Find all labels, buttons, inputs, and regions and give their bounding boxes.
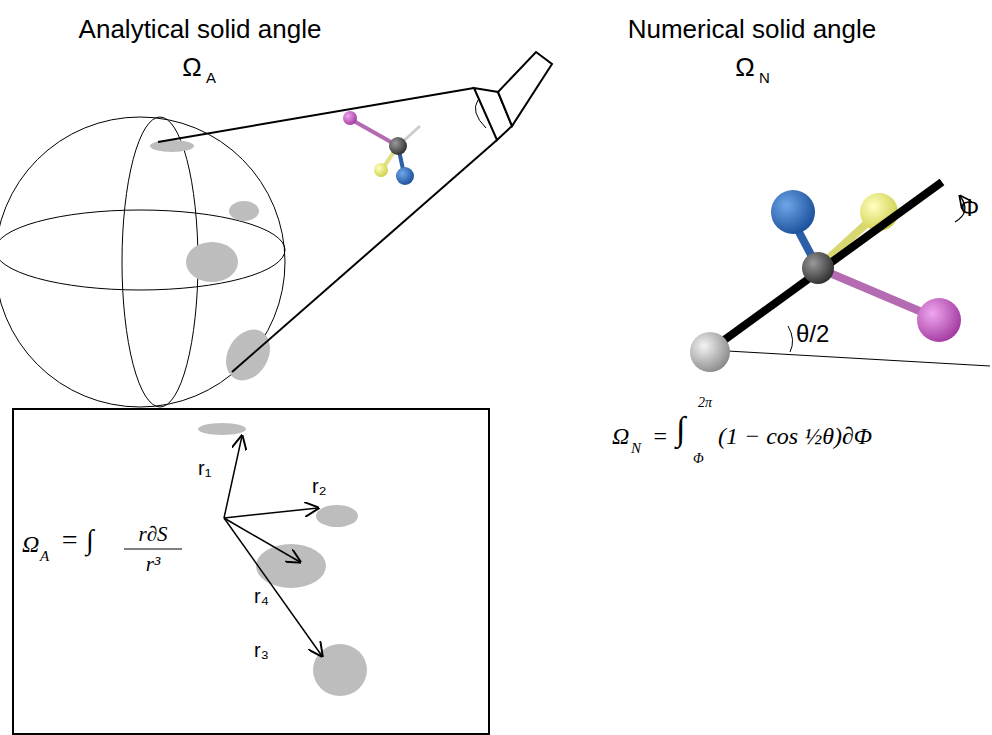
angle-label: Φ	[960, 196, 979, 220]
formula-part: Ω	[612, 424, 629, 448]
detector-cone	[158, 52, 552, 372]
heading: Numerical solid angle	[628, 16, 877, 42]
vector-label: r₁	[198, 458, 211, 478]
formula-limit: 2π	[698, 396, 712, 410]
angle-label: θ/2	[796, 322, 829, 346]
surface-patches	[150, 140, 279, 388]
formula-part: =	[652, 424, 668, 448]
heading: Analytical solid angle	[79, 16, 322, 42]
formula-subscript: A	[40, 549, 49, 564]
formula-denominator: r³	[146, 554, 160, 575]
formula-part: Ω	[22, 532, 39, 556]
formula-part: (1 − cos ½θ)∂Φ	[718, 424, 872, 448]
formula-limit: Φ	[693, 452, 704, 466]
small-molecule	[343, 111, 420, 185]
vector-label: r₃	[254, 640, 269, 660]
formula-numerator: r∂S	[138, 524, 167, 545]
vector-label: r₂	[312, 476, 326, 496]
formula-part: = ∫	[60, 526, 94, 554]
molecule-with-axis	[690, 182, 990, 372]
vector-diagram	[124, 423, 367, 696]
heading-subscript: A	[206, 70, 216, 85]
formula-subscript: N	[631, 441, 641, 456]
formula-integral: ∫	[676, 412, 685, 446]
heading-symbol: Ω	[182, 54, 201, 80]
heading-subscript: N	[759, 70, 770, 85]
formula-box: ΩA = ∫ r∂S r³ r₁ r₂ r₃ r₄	[12, 408, 490, 735]
heading-symbol: Ω	[735, 54, 754, 80]
vector-label: r₄	[254, 586, 269, 606]
